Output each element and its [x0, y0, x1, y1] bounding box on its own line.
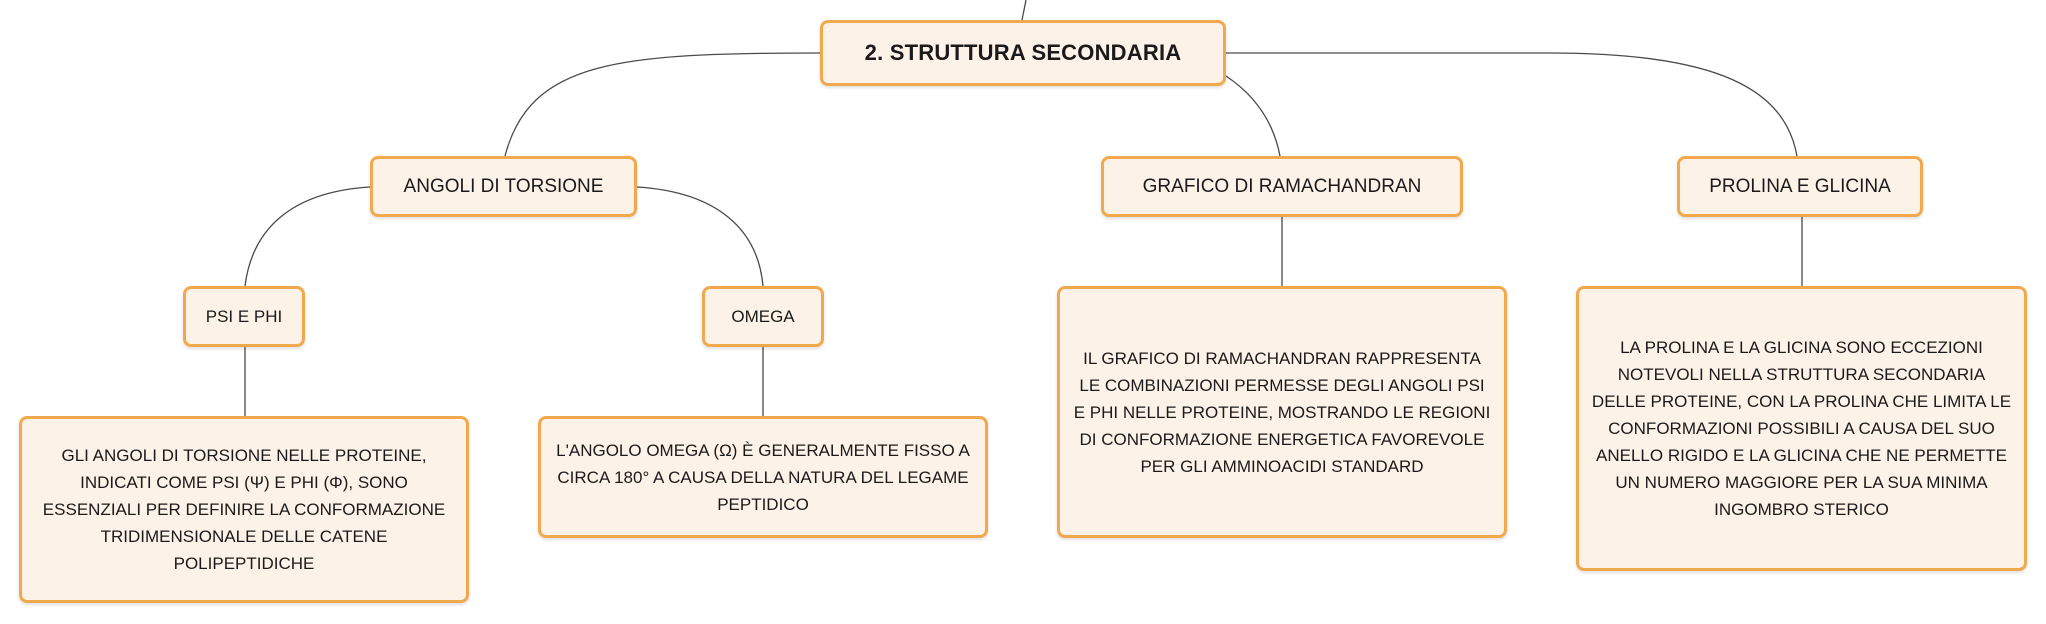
- topic-node-angoli-di-torsione[interactable]: ANGOLI DI TORSIONE: [370, 156, 637, 217]
- subtopic-label: PSI E PHI: [205, 306, 283, 326]
- connector-root-to-angoli: [504, 52, 821, 157]
- note-text: L'ANGOLO OMEGA (Ω) È GENERALMENTE FISSO …: [556, 440, 970, 514]
- topic-label: ANGOLI DI TORSIONE: [403, 175, 604, 197]
- connector-parent-to-root: [1021, 0, 1027, 21]
- topic-label: GRAFICO DI RAMACHANDRAN: [1142, 175, 1422, 197]
- root-label: 2. STRUTTURA SECONDARIA: [864, 40, 1182, 65]
- note-text: GLI ANGOLI DI TORSIONE NELLE PROTEINE, I…: [42, 446, 446, 573]
- connector-angoli-to-omega: [636, 186, 764, 287]
- note-node-ramachandran[interactable]: IL GRAFICO DI RAMACHANDRAN RAPPRESENTA L…: [1057, 286, 1507, 538]
- note-node-psi-e-phi[interactable]: GLI ANGOLI DI TORSIONE NELLE PROTEINE, I…: [19, 416, 469, 603]
- subtopic-label: OMEGA: [731, 306, 795, 326]
- root-node[interactable]: 2. STRUTTURA SECONDARIA: [820, 20, 1226, 86]
- subtopic-node-psi-e-phi[interactable]: PSI E PHI: [183, 286, 305, 347]
- note-text: LA PROLINA E LA GLICINA SONO ECCEZIONI N…: [1591, 338, 2012, 519]
- topic-node-prolina-e-glicina[interactable]: PROLINA E GLICINA: [1677, 156, 1923, 217]
- connector-root-to-grafico: [1225, 75, 1281, 157]
- subtopic-node-omega[interactable]: OMEGA: [702, 286, 824, 347]
- connector-root-to-prolina: [1226, 52, 1798, 157]
- note-node-prolina-e-glicina[interactable]: LA PROLINA E LA GLICINA SONO ECCEZIONI N…: [1576, 286, 2027, 571]
- connector-angoli-to-psi: [244, 186, 371, 287]
- note-node-omega[interactable]: L'ANGOLO OMEGA (Ω) È GENERALMENTE FISSO …: [538, 416, 988, 538]
- topic-label: PROLINA E GLICINA: [1709, 175, 1891, 197]
- topic-node-grafico-di-ramachandran[interactable]: GRAFICO DI RAMACHANDRAN: [1101, 156, 1463, 217]
- note-text: IL GRAFICO DI RAMACHANDRAN RAPPRESENTA L…: [1073, 348, 1491, 476]
